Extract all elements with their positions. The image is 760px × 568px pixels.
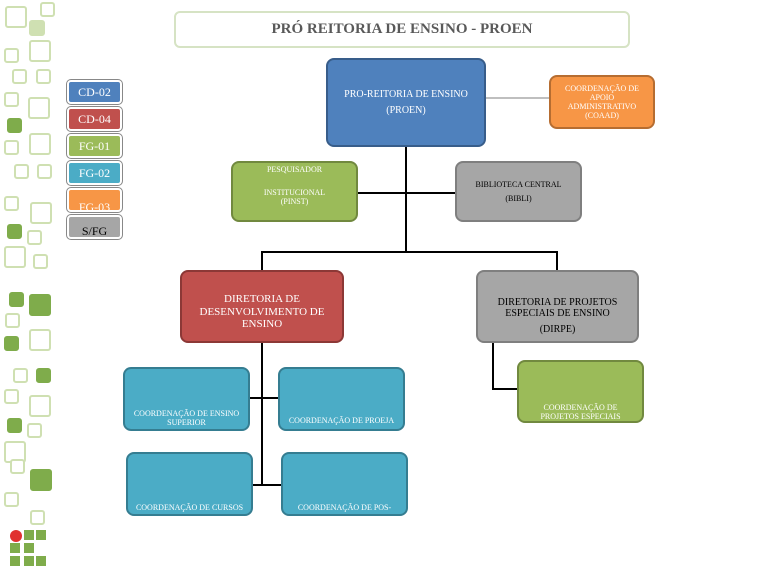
node-dirpe-line3: (DIRPE) (539, 323, 576, 335)
connector-coaad (486, 97, 550, 99)
node-ccursos-line1: COORDENAÇÃO DE CURSOS (135, 502, 244, 512)
connector-dirpe-child (492, 388, 518, 390)
connector-dde-row1 (249, 397, 279, 399)
node-diretoria-desenvolvimento: DIRETORIA DE DESENVOLVIMENTO DE ENSINO (180, 270, 344, 343)
legend-item-fg03: FG-03 (67, 188, 122, 212)
node-pinst: PESQUISADOR INSTITUCIONAL (PINST) (231, 161, 358, 222)
node-bibli-line2: (BIBLI) (505, 193, 532, 203)
node-bibli: BIBLIOTECA CENTRAL (BIBLI) (455, 161, 582, 222)
node-dde-line1: DIRETORIA DE (224, 293, 300, 306)
legend-item-cd04: CD-04 (67, 107, 122, 131)
node-proen-line1: PRO-REITORIA DE ENSINO (344, 89, 468, 100)
connector-directors (261, 251, 558, 253)
node-ces-line2: SUPERIOR (167, 417, 206, 427)
legend-item-cd02: CD-02 (67, 80, 122, 104)
node-coord-proeja: COORDENAÇÃO DE PROEJA (278, 367, 405, 431)
legend-item-fg03-label: FG-03 (78, 200, 111, 212)
page-title: PRÓ REITORIA DE ENSINO - PROEN (174, 11, 630, 48)
connector-right-drop (556, 251, 558, 271)
node-pinst-line1: PESQUISADOR (266, 165, 323, 174)
node-cpe-line2: PROJETOS ESPECIAIS (540, 411, 621, 421)
legend-item-fg01: FG-01 (67, 134, 122, 158)
node-dirpe-line1: DIRETORIA DE PROJETOS (497, 296, 618, 308)
connector-staff (357, 192, 457, 194)
node-dirpe-line2: ESPECIAIS DE ENSINO (505, 308, 610, 320)
node-coord-ensino-superior: COORDENAÇÃO DE ENSINO SUPERIOR (123, 367, 250, 431)
connector-dde-vertical (261, 342, 263, 486)
node-cproeja-line1: COORDENAÇÃO DE PROEJA (288, 415, 395, 425)
node-dde-line2: DESENVOLVIMENTO DE (199, 305, 325, 318)
node-bibli-line1: BIBLIOTECA CENTRAL (475, 180, 562, 190)
node-coaad: COORDENAÇÃO DE APOIO ADMINISTRATIVO (COA… (549, 75, 655, 129)
node-coord-cursos: COORDENAÇÃO DE CURSOS (126, 452, 253, 516)
node-cpos-line1: COORDENAÇÃO DE POS- (297, 502, 392, 512)
node-pinst-line3: (PINST) (280, 197, 309, 207)
node-proen-line2: (PROEN) (386, 104, 426, 116)
node-coaad-line1: COORDENAÇÃO DE APOIO (565, 83, 639, 102)
connector-main-vertical (405, 146, 407, 251)
node-coaad-line2: ADMINISTRATIVO (567, 102, 637, 111)
node-coord-pos: COORDENAÇÃO DE POS- (281, 452, 408, 516)
legend-item-fg02: FG-02 (67, 161, 122, 185)
connector-dde-row2 (252, 484, 282, 486)
node-pinst-line2: INSTITUCIONAL (263, 188, 326, 198)
node-coord-projetos-especiais: COORDENAÇÃO DE PROJETOS ESPECIAIS (517, 360, 644, 423)
node-coaad-line3: (COAAD) (585, 111, 619, 121)
node-cpe-line1: COORDENAÇÃO DE (543, 402, 618, 412)
node-dde-line3: ENSINO (241, 318, 283, 331)
connector-left-drop (261, 251, 263, 271)
node-proen: PRO-REITORIA DE ENSINO (PROEN) (326, 58, 486, 147)
connector-dirpe-vertical (492, 342, 494, 390)
node-ces-line1: COORDENAÇÃO DE ENSINO (133, 408, 240, 418)
legend-item-sfg: S/FG (67, 215, 122, 239)
legend-item-sfg-label: S/FG (81, 224, 108, 238)
node-dirpe: DIRETORIA DE PROJETOS ESPECIAIS DE ENSIN… (476, 270, 639, 343)
